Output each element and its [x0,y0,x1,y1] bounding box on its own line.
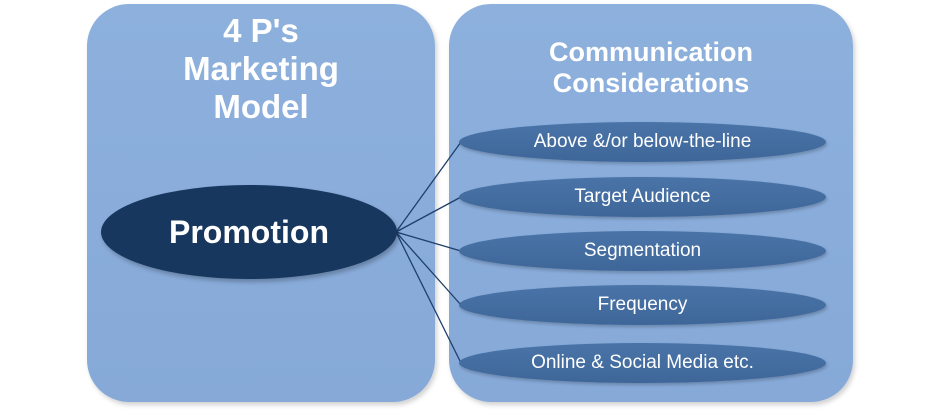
right-panel-title: Communication Considerations [548,37,753,99]
consideration-node-frequency: Frequency [459,285,826,325]
left-panel-title: 4 P's Marketing Model [183,12,339,125]
consideration-node-above-below-the-line: Above &/or below-the-line [459,122,826,162]
promotion-node: Promotion [101,185,397,279]
consideration-node-online-social-media: Online & Social Media etc. [459,343,826,383]
consideration-node-segmentation: Segmentation [459,231,826,271]
consideration-node-target-audience: Target Audience [459,177,826,217]
